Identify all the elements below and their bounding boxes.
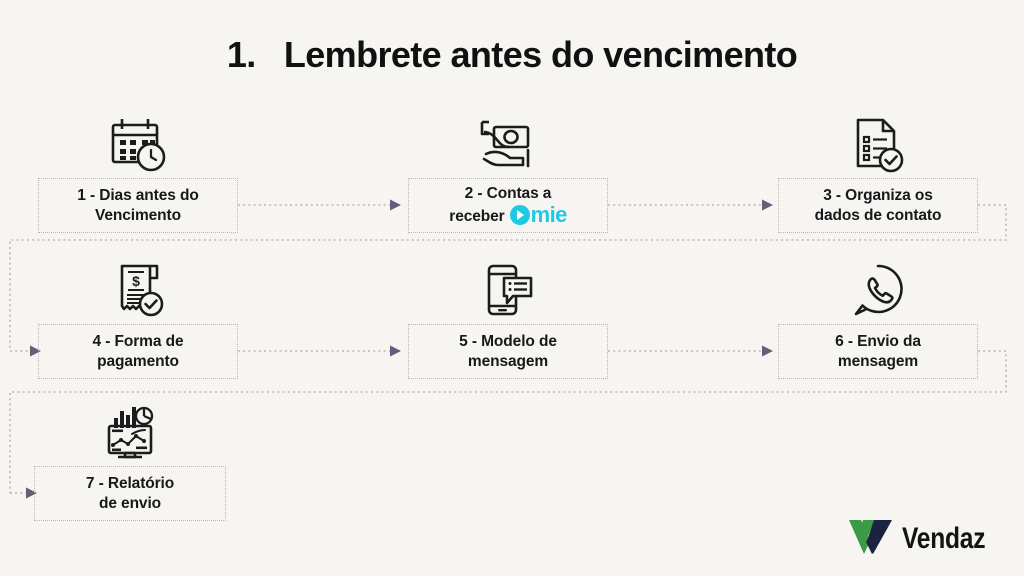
hand-money-icon [408, 110, 608, 174]
omie-logo-text: mie [530, 202, 568, 227]
step-4-label: 4 - Forma de pagamento [92, 332, 184, 370]
omie-logo-mark [509, 205, 530, 225]
omie-logo: mie [509, 202, 568, 227]
step-3-label: 3 - Organiza os dados de contato [814, 186, 942, 224]
step-6-box[interactable]: 6 - Envio da mensagem [778, 324, 978, 379]
report-dashboard-icon [34, 398, 226, 462]
phone-message-icon [408, 256, 608, 320]
slide-title: 1. Lembrete antes do vencimento [226, 34, 798, 75]
vendaz-chevron-logo-icon [848, 517, 894, 560]
whatsapp-icon [778, 256, 978, 320]
step-7-box[interactable]: 7 - Relatório de envio [34, 466, 226, 521]
document-checklist-check-icon [778, 110, 978, 174]
step-5-label: 5 - Modelo de mensagem [459, 332, 557, 370]
vendaz-logo: Vendaz [848, 517, 1004, 560]
vendaz-wordmark: Vendaz [902, 521, 986, 555]
step-7-label: 7 - Relatório de envio [85, 474, 175, 512]
step-1-label: 1 - Dias antes do Vencimento [77, 186, 199, 224]
step-6-label: 6 - Envio da mensagem [835, 332, 921, 370]
step-3-box[interactable]: 3 - Organiza os dados de contato [778, 178, 978, 233]
step-1-box[interactable]: 1 - Dias antes do Vencimento [38, 178, 238, 233]
svg-text:$: $ [132, 273, 140, 289]
step-2-label: 2 - Contas a receber [449, 185, 552, 225]
invoice-dollar-check-icon: $ [38, 256, 238, 320]
calendar-clock-icon [38, 110, 238, 174]
step-5-box[interactable]: 5 - Modelo de mensagem [408, 324, 608, 379]
step-4-box[interactable]: 4 - Forma de pagamento [38, 324, 238, 379]
